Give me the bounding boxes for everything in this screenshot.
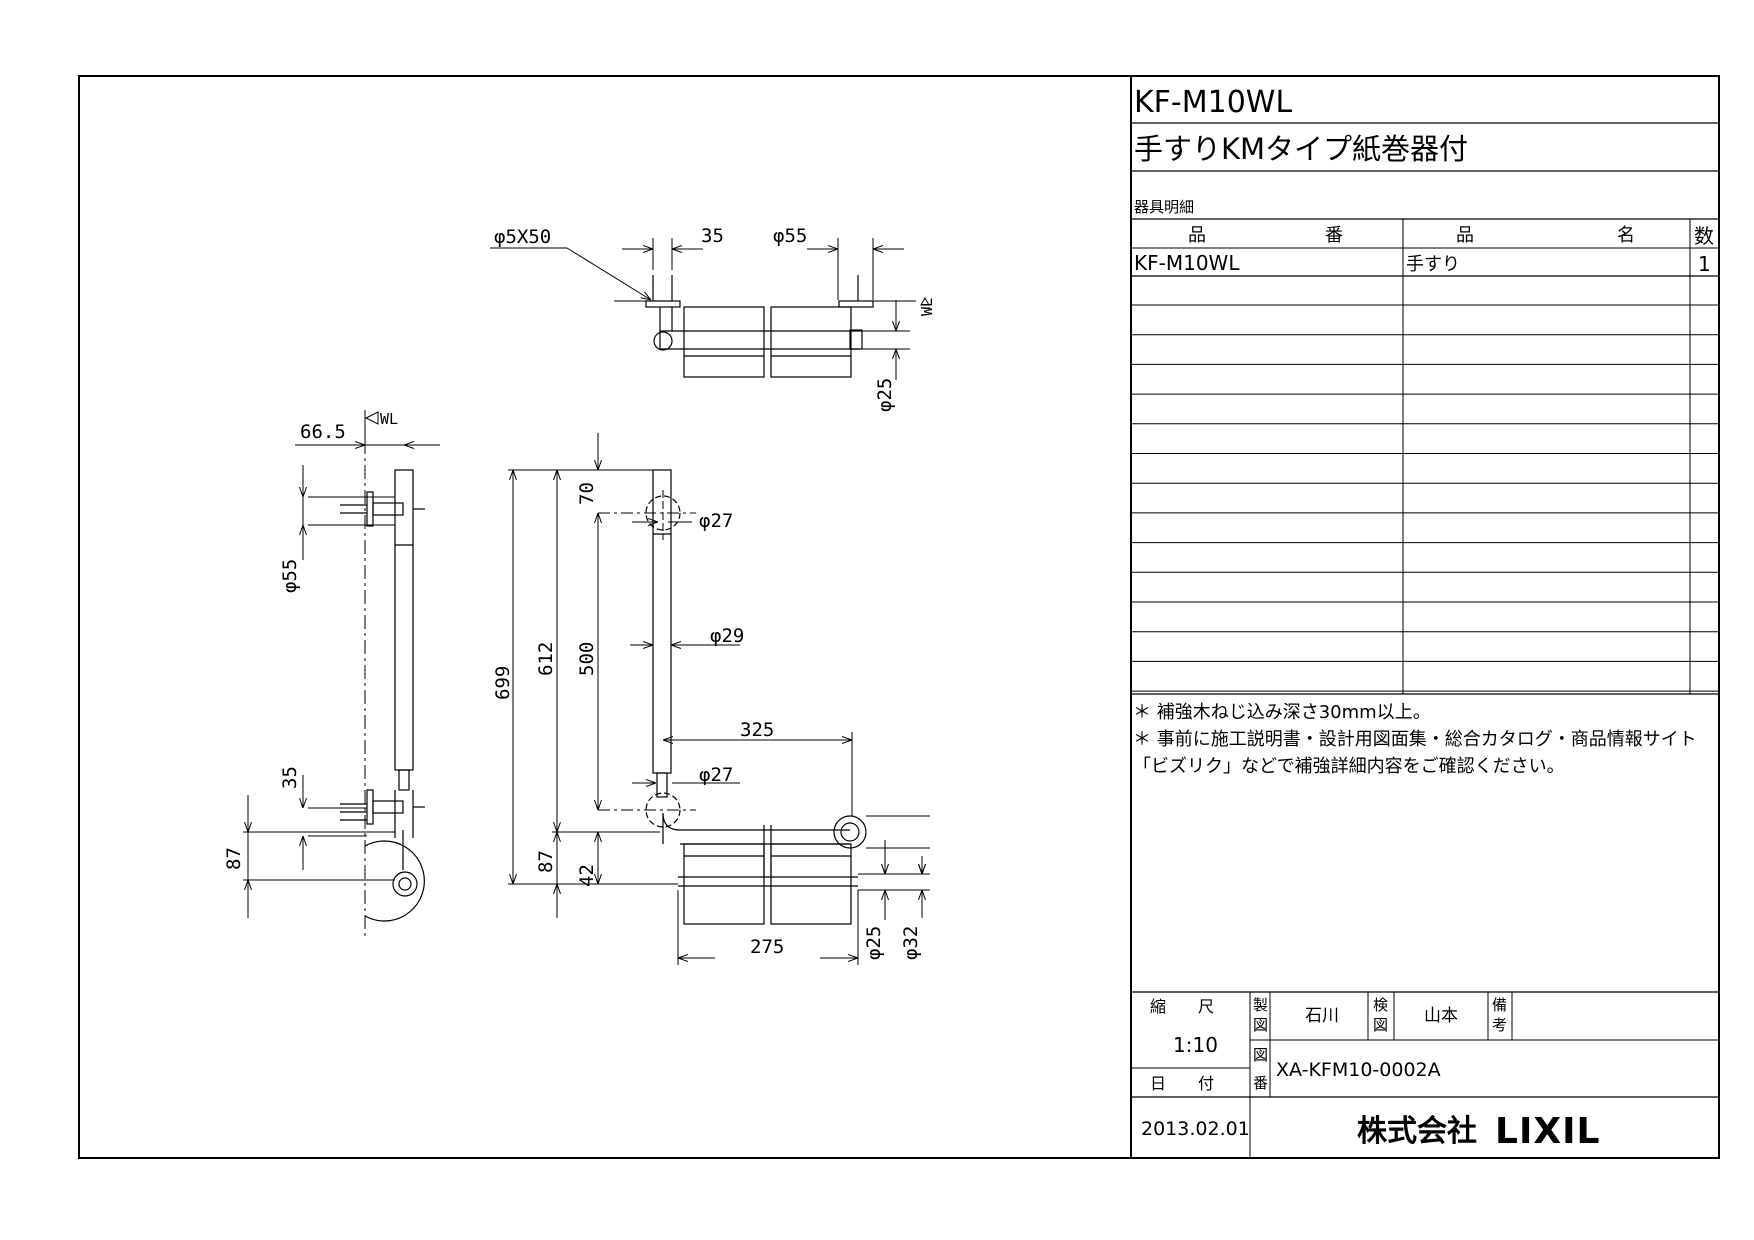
part-row-qty: 1 — [1698, 252, 1711, 276]
part-row-part-no: KF-M10WL — [1134, 251, 1240, 275]
header-part-name-2: 名 — [1617, 225, 1635, 246]
dim-front-d27-top: φ27 — [699, 510, 733, 532]
title-panel — [1130, 76, 1719, 1158]
parts-table-grid — [1131, 304, 1719, 692]
remarks-label-2: 考 — [1492, 1016, 1507, 1034]
company-name: 株式会社 — [1357, 1114, 1477, 1149]
date-label: 日 付 — [1150, 1074, 1214, 1093]
dim-front-d27-bottom: φ27 — [699, 764, 733, 786]
date-value: 2013.02.01 — [1141, 1118, 1250, 1140]
dim-top-spacing: 35 — [701, 225, 724, 247]
part-row-name: 手すり — [1406, 254, 1460, 275]
top-view-dimensions — [490, 238, 930, 380]
scale-label: 縮 尺 — [1150, 997, 1214, 1016]
dim-side-flange: φ55 — [279, 559, 301, 593]
brand-logo-text: LIXIL — [1495, 1111, 1600, 1152]
dim-top-flange: φ55 — [773, 225, 807, 247]
header-part-no-1: 品 — [1188, 225, 1206, 246]
check-label-2: 図 — [1373, 1016, 1388, 1034]
dim-top-pipe: φ25 — [874, 378, 896, 412]
drawing-no-label-1: 図 — [1253, 1046, 1268, 1064]
remarks-label-1: 備 — [1492, 996, 1507, 1014]
top-view — [645, 275, 874, 378]
dim-top-wl: WL — [918, 298, 936, 316]
dim-front-d25: φ25 — [863, 926, 885, 960]
dim-front-500: 500 — [576, 642, 598, 676]
product-title: 手すりKMタイプ紙巻器付 — [1134, 132, 1468, 166]
dim-front-87: 87 — [535, 850, 557, 873]
made-label-2: 図 — [1253, 1016, 1268, 1034]
dim-front-d32: φ32 — [900, 926, 922, 960]
parts-section-label: 器具明細 — [1134, 198, 1194, 216]
front-view — [598, 469, 867, 925]
drawing-no-label-2: 番 — [1253, 1074, 1268, 1092]
dim-front-d29: φ29 — [710, 625, 744, 647]
header-qty: 数 — [1694, 224, 1714, 248]
dim-top-screw: φ5X50 — [494, 226, 551, 248]
model-code: KF-M10WL — [1134, 85, 1292, 120]
header-part-name-1: 品 — [1456, 225, 1474, 246]
side-view — [340, 440, 425, 938]
drawing-no: XA-KFM10-0002A — [1276, 1059, 1441, 1081]
sheet-border — [78, 75, 1720, 1159]
note-line-3: 「ビズリク」などで補強詳細内容をご確認ください。 — [1133, 756, 1565, 777]
maker-name: 石川 — [1305, 1006, 1339, 1026]
check-label-1: 検 — [1373, 996, 1388, 1014]
dim-front-275: 275 — [750, 936, 784, 958]
side-view-dimensions — [243, 410, 440, 918]
dim-side-offset: 66.5 — [300, 421, 346, 443]
dim-front-overall: 699 — [492, 666, 514, 700]
scale-value: 1:10 — [1173, 1033, 1218, 1057]
note-line-1: ＊ 補強木ねじ込み深さ30mm以上。 — [1133, 702, 1431, 723]
checker-name: 山本 — [1424, 1006, 1458, 1026]
header-part-no-2: 番 — [1325, 225, 1343, 246]
dim-side-35: 35 — [279, 766, 301, 789]
dim-side-wl: WL — [380, 410, 398, 428]
made-label-1: 製 — [1253, 996, 1268, 1014]
dim-front-70: 70 — [576, 482, 598, 505]
dim-front-612: 612 — [535, 642, 557, 676]
dim-front-325: 325 — [740, 719, 774, 741]
dim-front-42: 42 — [576, 864, 598, 887]
front-view-dimensions — [508, 433, 930, 965]
dim-side-87: 87 — [223, 847, 245, 870]
note-line-2: ＊ 事前に施工説明書・設計用図面集・総合カタログ・商品情報サイト — [1133, 729, 1697, 750]
